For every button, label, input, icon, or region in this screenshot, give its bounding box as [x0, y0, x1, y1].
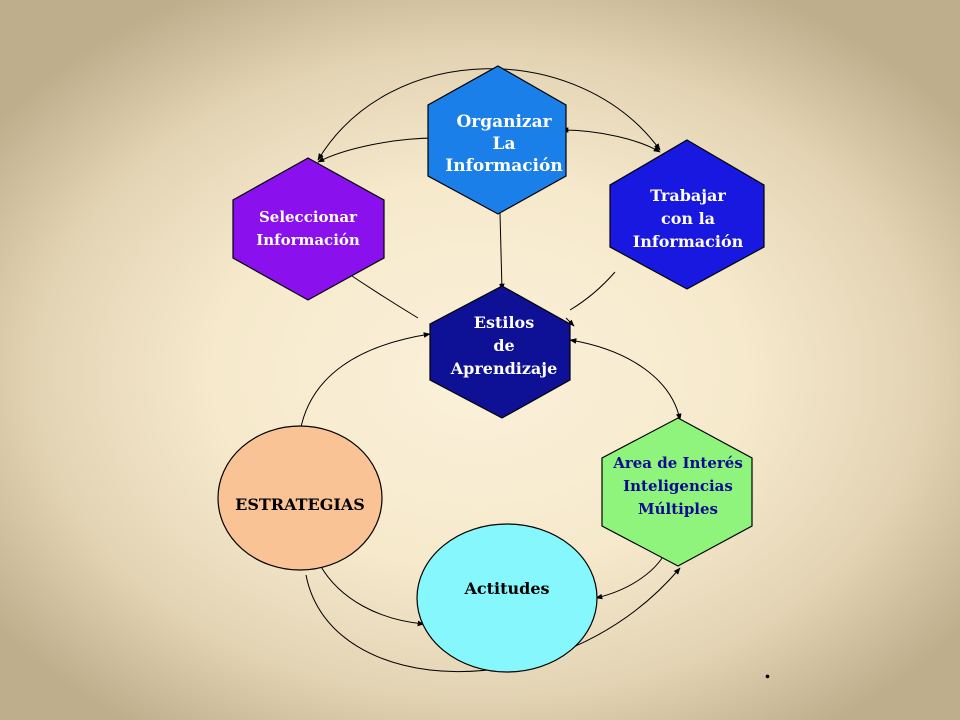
label-line: Estilos [474, 313, 534, 332]
connector-organizar-seleccionar [317, 137, 437, 163]
estilos-hexagon [429, 285, 571, 419]
label-line: Inteligencias [623, 477, 733, 495]
connector-trabajar-estilos [569, 271, 616, 311]
label-line: Organizar [456, 112, 552, 132]
area-hexagon [601, 417, 753, 567]
trabajar-hexagon [609, 139, 765, 290]
connector-organizar-trabajar [561, 127, 661, 153]
label-line: La [493, 134, 516, 154]
footnote-dot: . [764, 659, 771, 683]
connector-estilos-estrategias [298, 332, 431, 433]
label-line: Aprendizaje [450, 359, 558, 378]
organizar-hexagon [427, 65, 567, 215]
label-line: Actitudes [463, 579, 549, 598]
node-trabajar: Trabajar con la Información [609, 139, 765, 290]
connector-tick-estilos [565, 317, 575, 327]
connector-estrategias-area-outer [305, 567, 681, 673]
node-estrategias: ESTRATEGIAS [217, 425, 383, 571]
label-line: Información [633, 232, 744, 251]
label-line: con la [661, 209, 715, 228]
seleccionar-hexagon [232, 157, 385, 301]
connectors [298, 68, 682, 673]
label-line: Trabajar [650, 186, 726, 205]
trabajar-label: Trabajar con la Información [633, 186, 744, 251]
estrategias-circle [217, 425, 383, 571]
label-line: Información [256, 231, 360, 249]
label-line: Area de Interés [612, 454, 743, 472]
label-line: ESTRATEGIAS [235, 495, 365, 514]
connector-estrategias-actitudes [319, 564, 425, 627]
estrategias-label: ESTRATEGIAS [235, 495, 365, 514]
actitudes-label: Actitudes [463, 579, 549, 598]
label-line: de [493, 336, 514, 355]
node-actitudes: Actitudes [416, 523, 598, 673]
label-line: Múltiples [638, 500, 718, 518]
connector-seleccionar-trabajar-outer [317, 68, 661, 161]
connector-organizar-estilos [499, 212, 505, 291]
label-line: Información [445, 156, 562, 176]
connector-estilos-area [569, 338, 682, 421]
label-line: Seleccionar [259, 208, 358, 226]
actitudes-circle [416, 523, 598, 673]
